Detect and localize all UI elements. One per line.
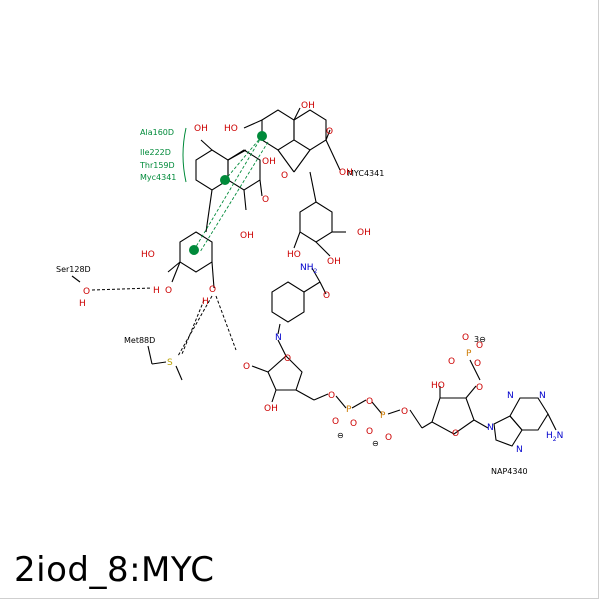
ligand-upper-flavonoid: [243, 107, 346, 257]
atom-o: O: [328, 391, 335, 401]
atom-o: O: [281, 171, 288, 181]
atom-h: H: [153, 286, 160, 296]
atom-s: S: [167, 358, 173, 368]
pi-centroid-middle: [220, 175, 230, 185]
pi-centroid-upper: [257, 131, 267, 141]
atom-oh: OH: [357, 228, 371, 238]
atom-o: O: [243, 362, 250, 372]
atom-n: N: [539, 391, 546, 401]
atom-o: O: [448, 357, 455, 367]
atom-o: O: [476, 383, 483, 393]
atom-o: O: [83, 287, 90, 297]
atom-charge-minus: ⊖: [337, 431, 344, 440]
atom-o: O: [385, 433, 392, 443]
atom-o: O: [262, 195, 269, 205]
residue-met-sidechain: [147, 345, 183, 381]
atom-oh: OH: [339, 168, 353, 178]
atom-ho: HO: [287, 250, 301, 260]
atom-oh: OH: [301, 101, 315, 111]
residue-label-met: Met88D: [124, 336, 155, 345]
atom-n: N: [507, 391, 514, 401]
pi-residue-4: Myc4341: [140, 173, 176, 182]
atom-o: O: [323, 291, 330, 301]
atom-o: O: [476, 341, 483, 351]
atom-o: O: [452, 429, 459, 439]
atom-ho: HO: [224, 124, 238, 134]
atom-oh: OH: [194, 124, 208, 134]
atom-charge-three-minus: 3⊖: [474, 335, 486, 344]
atom-o: O: [366, 397, 373, 407]
atom-ho: HO: [141, 250, 155, 260]
atom-nh2: NH2: [300, 263, 318, 275]
atom-p: P: [466, 349, 472, 359]
atom-o: O: [165, 286, 172, 296]
atom-o: O: [326, 127, 333, 137]
residue-label-myc: MYC4341: [347, 169, 384, 178]
hydrogen-bonds: [91, 287, 237, 357]
atom-n: N: [516, 445, 523, 455]
atom-o: O: [350, 419, 357, 429]
atom-h: H: [79, 299, 86, 309]
residue-label-ser: Ser128D: [56, 265, 91, 274]
atom-h2n: H2N: [546, 431, 563, 443]
atom-oh: OH: [264, 404, 278, 414]
atom-charge-minus: ⊖: [372, 439, 379, 448]
pi-residue-3: Thr159D: [139, 161, 175, 170]
pi-group-bracket: [182, 127, 187, 183]
ligand-lower-flavonoid: [167, 139, 263, 289]
atom-p: P: [380, 411, 386, 421]
residue-label-nap: NAP4340: [491, 467, 528, 476]
cofactor-nadp: [251, 267, 557, 447]
atom-o: O: [284, 354, 291, 364]
atom-h: H: [202, 297, 209, 307]
atom-oh: OH: [262, 157, 276, 167]
pi-residue-1: Ala160D: [140, 128, 174, 137]
atom-oh: OH: [240, 231, 254, 241]
atom-n: N: [275, 333, 282, 343]
atom-p: P: [346, 405, 352, 415]
atom-ho: HO: [431, 381, 445, 391]
diagram-caption: 2iod_8:MYC: [14, 550, 215, 590]
atom-o: O: [474, 359, 481, 369]
atom-o: O: [332, 417, 339, 427]
atom-o: O: [366, 427, 373, 437]
pi-residue-2: Ile222D: [140, 148, 171, 157]
atom-o: O: [401, 407, 408, 417]
residue-ser-sidechain: [71, 275, 81, 283]
pi-centroid-lower: [189, 245, 199, 255]
atom-o: O: [462, 333, 469, 343]
atom-n: N: [487, 423, 494, 433]
pi-stacking: [182, 127, 269, 255]
atom-o: O: [209, 285, 216, 295]
atom-oh: OH: [327, 257, 341, 267]
